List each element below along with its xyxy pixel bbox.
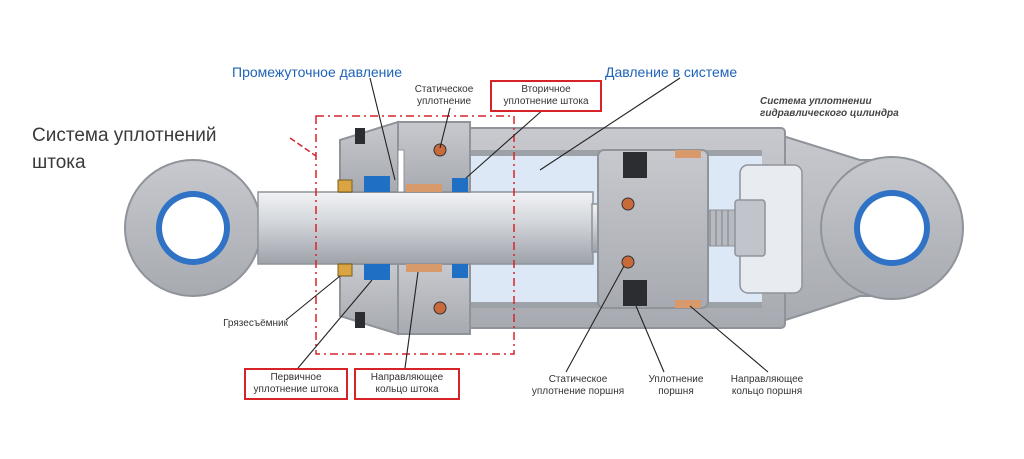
rod-thread [704,209,736,247]
piston-static-seal-label: Статическое уплотнение поршня [531,374,625,397]
piston-guide-ring-label: Направляющее кольцо поршня [730,374,804,397]
secondary-rod-seal-label: Вторичное уплотнение штока [490,80,602,112]
wiper-top [337,179,353,193]
static-oring-top [433,143,447,157]
rod-seal-system-label: Система уплотнений штока [32,125,217,173]
primary-rod-seal-label: Первичное уплотнение штока [244,368,348,400]
piston-seal-bottom [623,280,647,306]
secondary-rod-seal-top [452,178,468,192]
piston-static-oring-top [621,197,635,211]
piston-seal-top [623,152,647,178]
secondary-rod-seal-bottom [452,264,468,278]
system-pressure-label: Давление в системе [605,64,738,80]
primary-rod-seal-top [364,176,390,192]
static-oring-bottom [433,301,447,315]
gland-bolt-bottom [355,312,365,328]
rod-guide-ring-label: Направляющее кольцо штока [354,368,460,400]
static-seal-label: Статическое уплотнение [414,84,474,107]
cylinder-seal-system-label: Система уплотнении гидравлического цилин… [760,96,899,119]
intermediate-pressure-label: Промежуточное давление [232,64,402,80]
piston-guide-ring-bottom [675,300,701,308]
rod-seal-system-connector [289,137,317,157]
piston-guide-ring-top [675,150,701,158]
rod-seal-system-outline [315,115,515,355]
left-rod-eye [124,159,262,297]
piston [597,149,709,309]
piston-nut [734,199,766,257]
wiper-bottom [337,263,353,277]
gland-bolt-top [355,128,365,144]
rod-guide-ring-bottom [406,264,442,272]
piston-static-oring-bottom [621,255,635,269]
wiper-label: Грязесъёмник [223,318,288,329]
primary-rod-seal-bottom [364,264,390,280]
piston-seal-label: Уплотнение поршня [648,374,704,397]
rod-guide-ring-top [406,184,442,192]
rod-gland [337,120,471,336]
leader-lines [285,77,769,373]
